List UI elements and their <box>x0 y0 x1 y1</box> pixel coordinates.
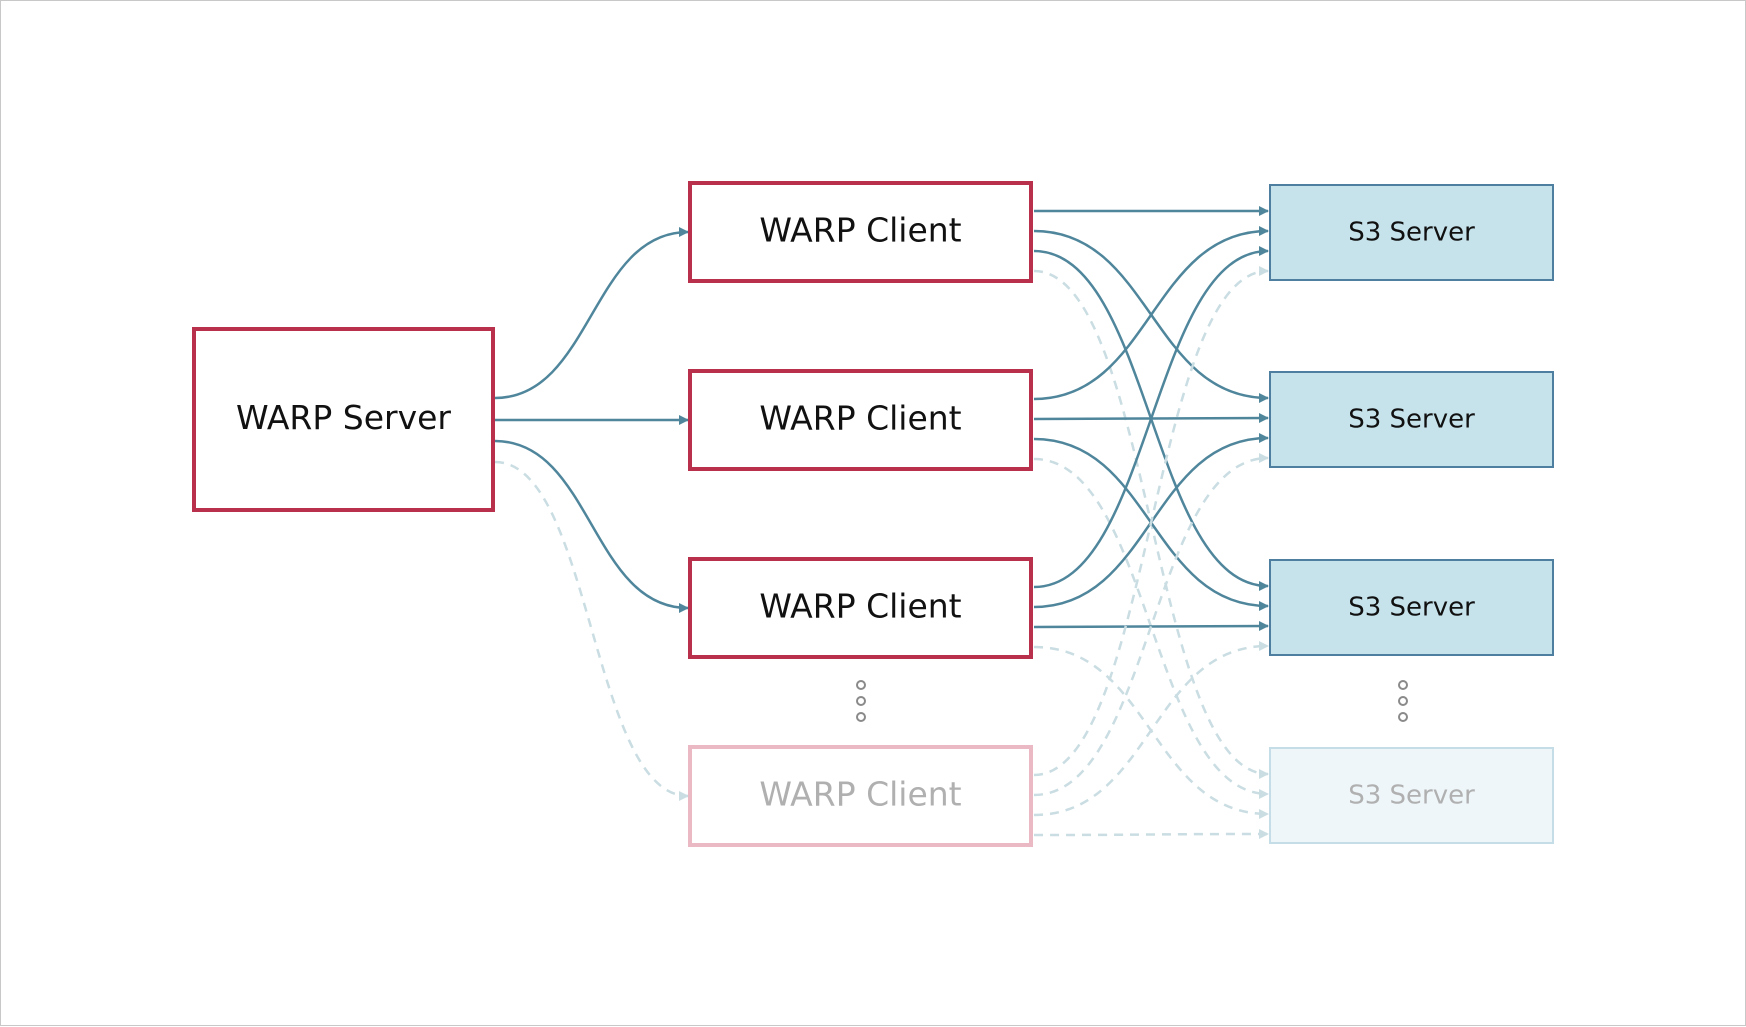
warp-server-node: WARP Server <box>192 327 495 512</box>
connection-arrow-faded <box>1033 266 1269 777</box>
clients-ellipsis-icon <box>856 680 866 722</box>
warp-client-label: WARP Client <box>759 399 961 438</box>
s3-server-node: S3 Server <box>1269 184 1554 281</box>
s3-server-label: S3 Server <box>1348 405 1475 435</box>
warp-client-node: WARP Client <box>688 369 1033 471</box>
warp-server-label: WARP Server <box>236 398 451 437</box>
warp-client-node-faded: WARP Client <box>688 745 1033 847</box>
connection-arrow-faded <box>1033 453 1269 797</box>
connection-arrow-faded <box>1033 641 1269 817</box>
s3-ellipsis-icon <box>1398 680 1408 722</box>
s3-server-node: S3 Server <box>1269 371 1554 468</box>
connection-arrow-faded <box>494 460 689 801</box>
s3-server-label: S3 Server <box>1348 218 1475 248</box>
s3-server-node-faded: S3 Server <box>1269 747 1554 844</box>
warp-client-label: WARP Client <box>759 211 961 250</box>
warp-client-node: WARP Client <box>688 181 1033 283</box>
connection-arrow <box>1033 246 1269 589</box>
s3-server-node: S3 Server <box>1269 559 1554 656</box>
warp-client-label: WARP Client <box>759 587 961 626</box>
warp-client-label: WARP Client <box>759 775 961 814</box>
connection-arrow <box>494 227 689 400</box>
warp-client-node: WARP Client <box>688 557 1033 659</box>
connections <box>494 206 1269 840</box>
connection-arrow <box>1033 226 1269 401</box>
s3-server-label: S3 Server <box>1348 593 1475 623</box>
s3-server-label: S3 Server <box>1348 781 1475 811</box>
connection-arrow-faded <box>1033 829 1269 840</box>
connection-arrow <box>494 439 689 613</box>
